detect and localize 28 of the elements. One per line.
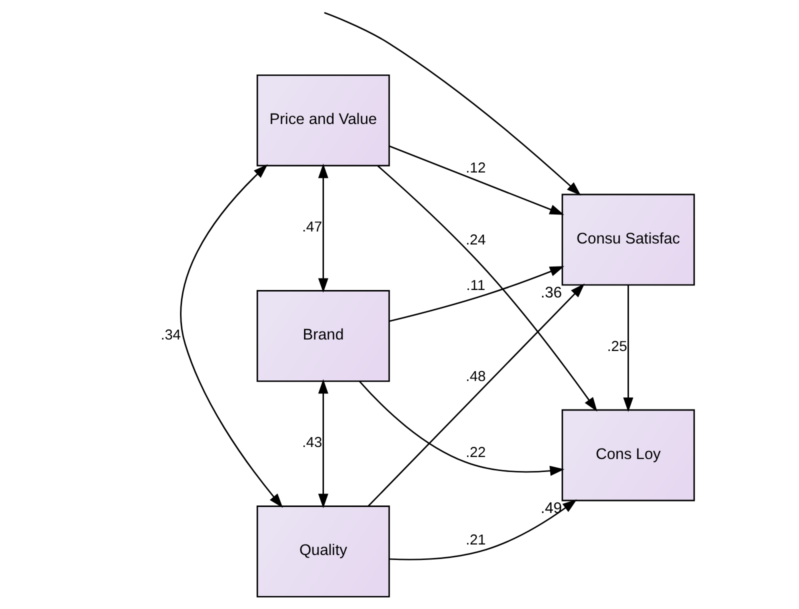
arrow — [623, 285, 634, 412]
edge-label: .22 — [466, 445, 486, 462]
node-box: Cons Loy — [562, 409, 695, 502]
arrow — [389, 499, 577, 560]
arrow — [318, 379, 328, 508]
node-box: Brand — [256, 290, 390, 382]
edge-label: .11 — [466, 278, 486, 294]
arrow — [388, 145, 564, 215]
arrow — [318, 164, 328, 293]
node-box: Quality — [256, 506, 390, 598]
edge-label: .48 — [466, 369, 486, 386]
arrow — [368, 284, 585, 507]
arrow — [180, 164, 283, 508]
edge-label: .25 — [607, 338, 628, 355]
arrow — [324, 12, 582, 196]
node-box: Price and Value — [256, 74, 390, 166]
edge-label: .21 — [466, 532, 486, 549]
arrow — [389, 266, 564, 322]
node-label: .36 — [540, 284, 562, 302]
node-label: .49 — [540, 500, 562, 517]
edge-label: .12 — [466, 160, 486, 176]
edge-label: .43 — [302, 435, 322, 452]
edge-label: .24 — [466, 232, 486, 249]
node-box: Consu Satisfac — [562, 194, 695, 286]
edge-label: .47 — [302, 220, 322, 236]
edge-label: .34 — [160, 327, 181, 344]
arrow — [358, 380, 564, 476]
arrow — [377, 165, 598, 412]
